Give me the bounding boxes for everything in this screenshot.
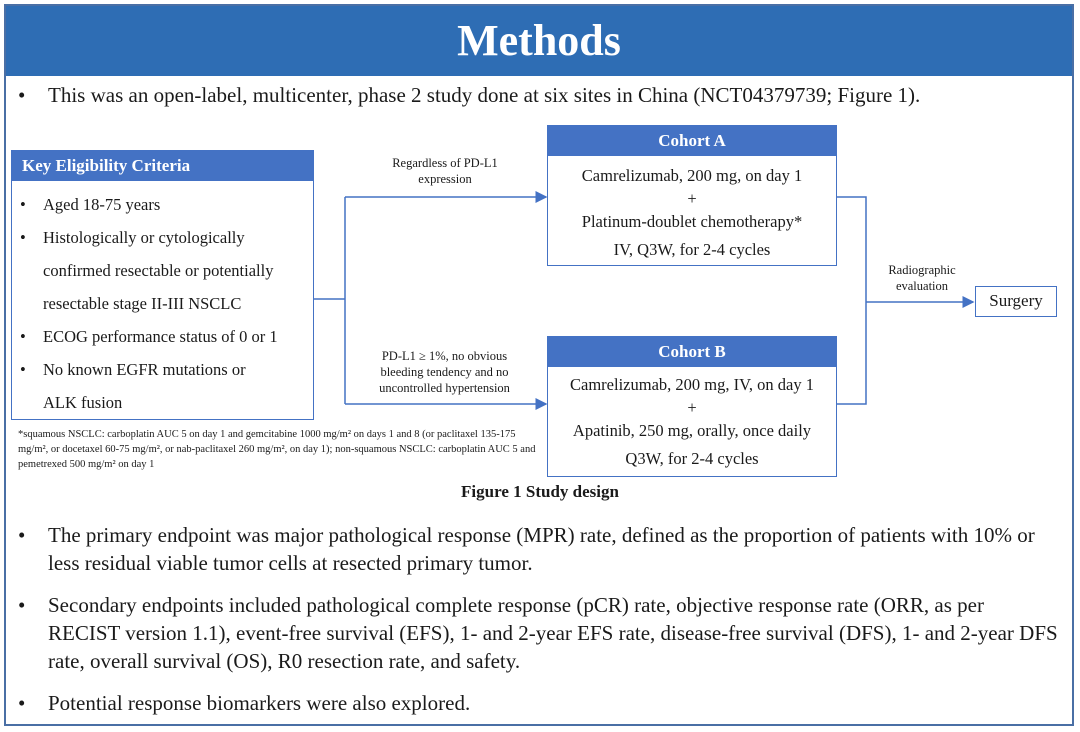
bullet-mark: • [20, 195, 26, 214]
intro-text: This was an open-label, multicenter, pha… [48, 83, 921, 107]
connector-from-cohort-a [837, 196, 867, 405]
cohort-b-line: Q3W, for 2-4 cycles [625, 449, 759, 468]
criteria-item: • Histologically or cytologically [20, 221, 245, 254]
bullet-text: Secondary endpoints included pathologica… [48, 593, 1058, 673]
bullet-text: Potential response biomarkers were also … [48, 691, 471, 715]
criteria-item-text: ECOG performance status of 0 or 1 [43, 327, 278, 346]
branch-b-label: PD-L1 ≥ 1%, no obvious bleeding tendency… [352, 348, 537, 396]
criteria-header: Key Eligibility Criteria [11, 150, 314, 180]
cohort-b-header: Cohort B [547, 336, 837, 366]
evaluation-label-line: evaluation [895, 279, 949, 293]
bullet-mark: • [18, 523, 26, 547]
criteria-item: • No known EGFR mutations or [20, 353, 246, 386]
slide-title: Methods [6, 6, 1072, 76]
branch-b-label-line: uncontrolled hypertension [379, 381, 510, 395]
criteria-item-text: No known EGFR mutations or [43, 360, 246, 379]
cohort-a-line: Camrelizumab, 200 mg, on day 1 [581, 166, 803, 185]
criteria-item-text: Aged 18-75 years [43, 195, 161, 214]
bullet-mark: • [18, 593, 26, 617]
branch-a-label: Regardless of PD-L1 expression [360, 155, 530, 187]
criteria-item-text: confirmed resectable or potentially [43, 261, 274, 280]
bullet-item: • The primary endpoint was major patholo… [18, 521, 1058, 577]
criteria-item: • ECOG performance status of 0 or 1 [20, 320, 278, 353]
cohort-a-line: IV, Q3W, for 2-4 cycles [613, 240, 771, 259]
cohort-a-header: Cohort A [547, 125, 837, 155]
cohort-a-box: Camrelizumab, 200 mg, on day 1 + Platinu… [547, 155, 837, 266]
bullet-item: • Potential response biomarkers were als… [18, 689, 1058, 717]
surgery-box: Surgery [975, 286, 1057, 317]
evaluation-label-line: Radiographic [888, 263, 956, 277]
criteria-item-continuation: ALK fusion [20, 386, 122, 419]
bullet-mark: • [18, 83, 26, 107]
cohort-b-line: Apatinib, 250 mg, orally, once daily [572, 421, 812, 440]
cohort-b-plus: + [687, 398, 697, 417]
cohort-b-box: Camrelizumab, 200 mg, IV, on day 1 + Apa… [547, 366, 837, 477]
cohort-a-line: Platinum-doublet chemotherapy* [581, 212, 803, 231]
slide-frame [4, 4, 1074, 726]
branch-b-label-line: PD-L1 ≥ 1%, no obvious [381, 349, 508, 363]
bullet-mark: • [20, 228, 26, 247]
criteria-item-text: resectable stage II-III NSCLC [43, 294, 242, 313]
bullet-text: The primary endpoint was major pathologi… [48, 523, 1035, 575]
criteria-item-text: Histologically or cytologically [43, 228, 245, 247]
criteria-item-text: ALK fusion [43, 393, 123, 412]
figure-caption: Figure 1 Study design [461, 482, 619, 501]
bullet-item: • Secondary endpoints included pathologi… [18, 591, 1058, 675]
footnote: *squamous NSCLC: carboplatin AUC 5 on da… [18, 429, 536, 470]
criteria-item-continuation: confirmed resectable or potentially [20, 254, 273, 287]
criteria-box: • Aged 18-75 years • Histologically or c… [11, 180, 314, 420]
criteria-item-continuation: resectable stage II-III NSCLC [20, 287, 241, 320]
cohort-b-line: Camrelizumab, 200 mg, IV, on day 1 [570, 375, 814, 394]
branch-b-label-line: bleeding tendency and no [380, 365, 509, 379]
cohort-a-plus: + [687, 189, 697, 208]
intro-bullet: • This was an open-label, multicenter, p… [18, 81, 1068, 109]
bullet-mark: • [18, 691, 26, 715]
branch-a-label-line: Regardless of PD-L1 [392, 156, 498, 170]
branch-a-label-line: expression [418, 172, 472, 186]
bullet-mark: • [20, 360, 26, 379]
criteria-item: • Aged 18-75 years [20, 188, 160, 221]
evaluation-label: Radiographic evaluation [872, 262, 972, 294]
bullet-mark: • [20, 327, 26, 346]
